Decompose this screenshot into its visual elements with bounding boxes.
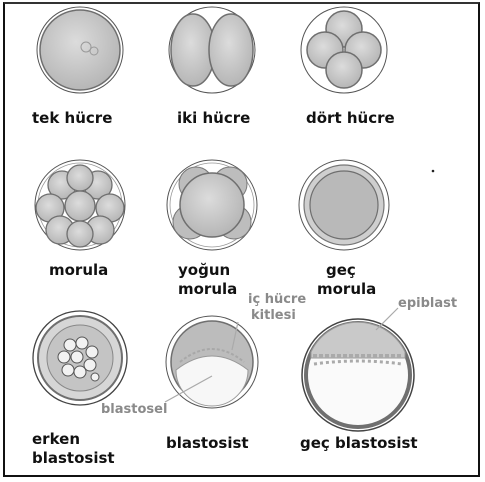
- annotation-epiblast: epiblast: [398, 296, 457, 311]
- label-gec-morula: morula: [317, 281, 376, 298]
- label-erken: erken: [32, 431, 80, 448]
- annotation-blastosel: blastosel: [101, 402, 167, 417]
- label-tek-hucre: tek hücre: [32, 110, 112, 127]
- label-yogun-morula: morula: [178, 281, 237, 298]
- annotation-ic-hucre: iç hücre: [248, 292, 306, 307]
- label-erken-blastosist: blastosist: [32, 450, 115, 467]
- label-iki-hucre: iki hücre: [177, 110, 250, 127]
- early-blastocyst-embryo: [33, 311, 127, 405]
- label-blastosist: blastosist: [166, 435, 249, 452]
- four-cell-embryo: [301, 7, 387, 93]
- label-morula: morula: [49, 262, 108, 279]
- morula-embryo: [35, 160, 125, 250]
- late-morula-embryo: [299, 160, 389, 250]
- late-blastocyst-embryo: [302, 319, 414, 431]
- single-cell-embryo: [37, 7, 123, 93]
- compact-morula-embryo: [167, 160, 257, 250]
- label-dort-hucre: dört hücre: [306, 110, 395, 127]
- two-cell-embryo: [169, 7, 255, 93]
- label-yogun: yoğun: [178, 262, 230, 279]
- stray-dot: [432, 170, 435, 173]
- annotation-kitlesi: kitlesi: [251, 308, 296, 323]
- label-gec: geç: [326, 262, 356, 279]
- label-gec-blastosist: geç blastosist: [300, 435, 418, 452]
